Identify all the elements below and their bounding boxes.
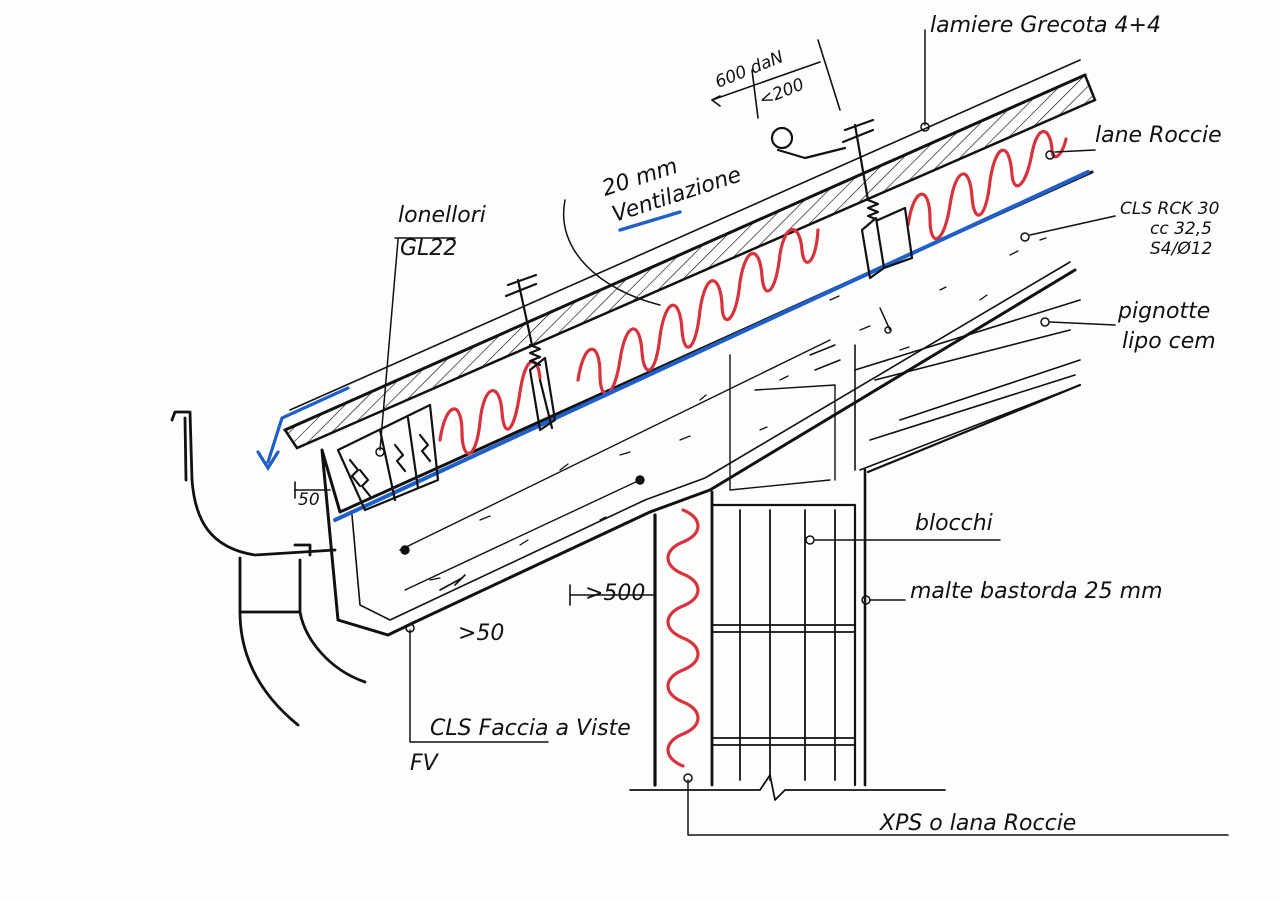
wall-insulation-wave [666,508,700,768]
label-battens-2: GL22 [400,236,457,261]
label-wall-insulation: XPS o lana Roccie [879,811,1076,836]
label-fascia-1: CLS Faccia a Viste [430,716,631,741]
dim-min-500: >500 [585,581,645,606]
block-courses [711,509,856,781]
label-slabs-2: lipo cem [1122,329,1216,354]
roof-sheet [283,59,1097,450]
label-concrete-1: CLS RCK 30 [1120,199,1219,219]
hollow-block-slab-lines [854,299,1081,471]
waterproof-membrane [256,170,1090,522]
label-spacing: <200 [756,75,807,111]
roof-insulation-wave [438,130,1068,455]
label-concrete-2: cc 32,5 [1150,219,1212,239]
label-rock-wool-top: lane Roccie [1095,123,1222,148]
dim-min-50: >50 [458,621,504,646]
battens [336,206,914,512]
label-concrete-3: S4/Ø12 [1150,239,1212,259]
lifting-eye-icon [770,126,794,150]
dim-edge-50: 50 [298,490,320,510]
concrete-slab [320,170,1094,637]
water-flow-arrow [266,386,350,464]
label-fascia-2: FV [410,751,440,776]
roof-fixings [504,118,880,367]
label-roof-sheet: lamiere Grecota 4+4 [930,13,1161,38]
label-blocks: blocchi [915,511,993,536]
label-slabs-1: pignotte [1117,299,1210,324]
dimensions [294,39,841,606]
label-battens-1: lonellori [398,203,486,228]
labels: lamiere Grecota 4+4 lane Roccie CLS RCK … [298,13,1222,836]
leader-lines [375,29,1229,836]
masonry-wall [629,383,1082,801]
gutter [170,410,367,727]
label-mortar: malte bastorda 25 mm [910,579,1163,604]
